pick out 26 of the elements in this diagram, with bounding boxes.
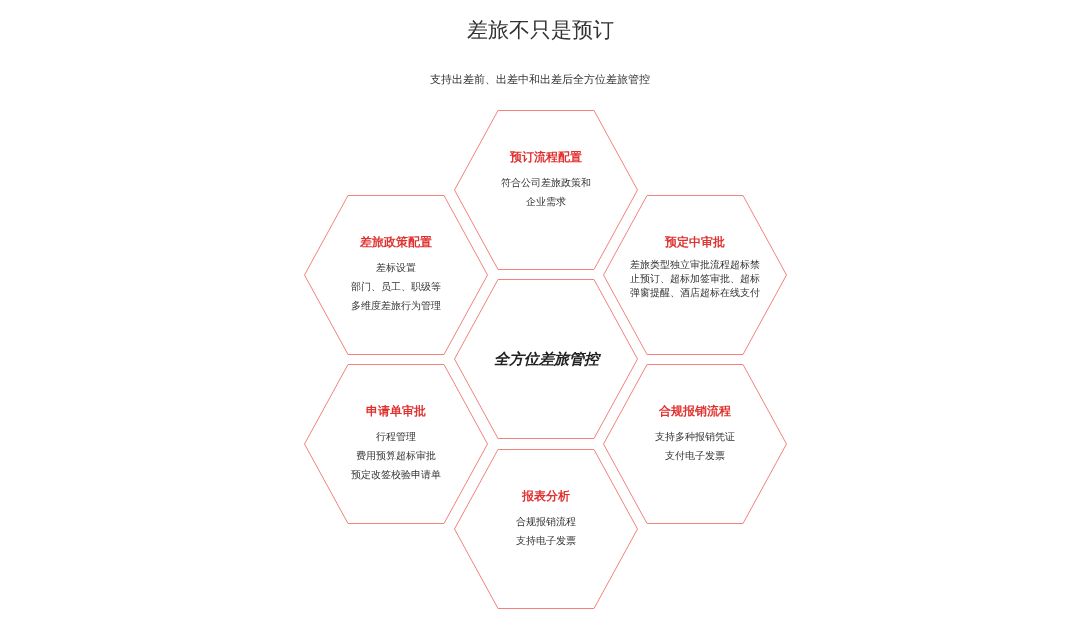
card-text: 差旅类型独立审批流程超标禁止预订、超标加签审批、超标弹窗提醒、酒店超标在线支付 bbox=[629, 258, 761, 300]
hexagon-card bbox=[603, 364, 787, 524]
card-heading: 报表分析 bbox=[522, 489, 570, 504]
card-heading: 差旅政策配置 bbox=[360, 235, 432, 250]
card-text: 预定改签校验申请单 bbox=[351, 468, 441, 482]
card-heading: 合规报销流程 bbox=[659, 404, 731, 419]
center-heading: 全方位差旅管控 bbox=[493, 349, 599, 369]
card-heading: 申请单审批 bbox=[366, 404, 426, 419]
card-text: 行程管理 bbox=[376, 430, 416, 444]
card-text: 部门、员工、职级等 bbox=[351, 280, 441, 294]
card-text: 支付电子发票 bbox=[665, 449, 725, 463]
card-text: 合规报销流程 bbox=[516, 515, 576, 529]
hexagon-card bbox=[603, 195, 787, 355]
card-text: 多维度差旅行为管理 bbox=[351, 299, 441, 313]
card-text: 支持电子发票 bbox=[516, 534, 576, 548]
card-text: 费用预算超标审批 bbox=[356, 449, 436, 463]
subtitle: 支持出差前、出差中和出差后全方位差旅管控 bbox=[429, 72, 651, 87]
page-title: 差旅不只是预订 bbox=[465, 17, 615, 44]
card-text: 差标设置 bbox=[376, 261, 416, 275]
card-heading: 预定中审批 bbox=[665, 235, 725, 250]
hexagon-card bbox=[304, 195, 488, 355]
hexagon-card bbox=[304, 364, 488, 524]
card-text: 符合公司差旅政策和企业需求 bbox=[501, 176, 591, 209]
hexagon-card bbox=[454, 449, 638, 609]
card-text: 支持多种报销凭证 bbox=[655, 430, 735, 444]
card-heading: 预订流程配置 bbox=[510, 150, 582, 165]
